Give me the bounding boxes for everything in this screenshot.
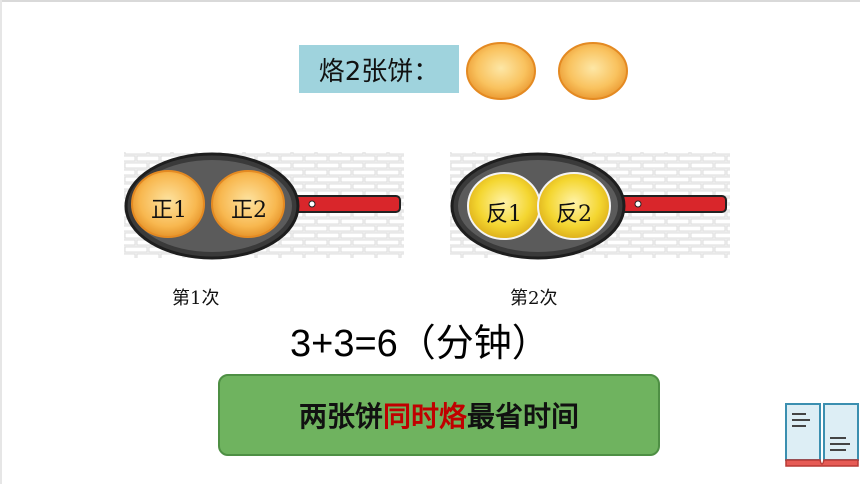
- pancake-label: 反2: [556, 202, 592, 227]
- pancake-icon: [466, 42, 536, 100]
- second-round-label: 第2次: [510, 288, 558, 309]
- summary-box: 两张饼同时烙最省时间: [218, 374, 660, 456]
- summary-highlight: 同时烙: [382, 400, 467, 433]
- slide-border-left: [0, 0, 2, 484]
- pancake-label: 正2: [231, 198, 267, 223]
- frying-pan-icon: [450, 152, 730, 260]
- title-box: 烙2张饼：: [299, 45, 459, 93]
- pancake-icon: [558, 42, 628, 100]
- equation-text: 3+3=6（分钟）: [290, 323, 550, 365]
- slide-border-top: [0, 0, 860, 2]
- summary-text-2: 最省时间: [467, 400, 580, 433]
- summary-text-1: 两张饼: [298, 400, 383, 433]
- title-text: 烙2张饼：: [318, 56, 440, 87]
- frying-pan-icon: [124, 152, 404, 260]
- first-round-label: 第1次: [172, 288, 220, 309]
- book-icon[interactable]: [784, 402, 860, 470]
- pancake-label: 正1: [151, 198, 187, 223]
- pancake-label: 反1: [486, 202, 522, 227]
